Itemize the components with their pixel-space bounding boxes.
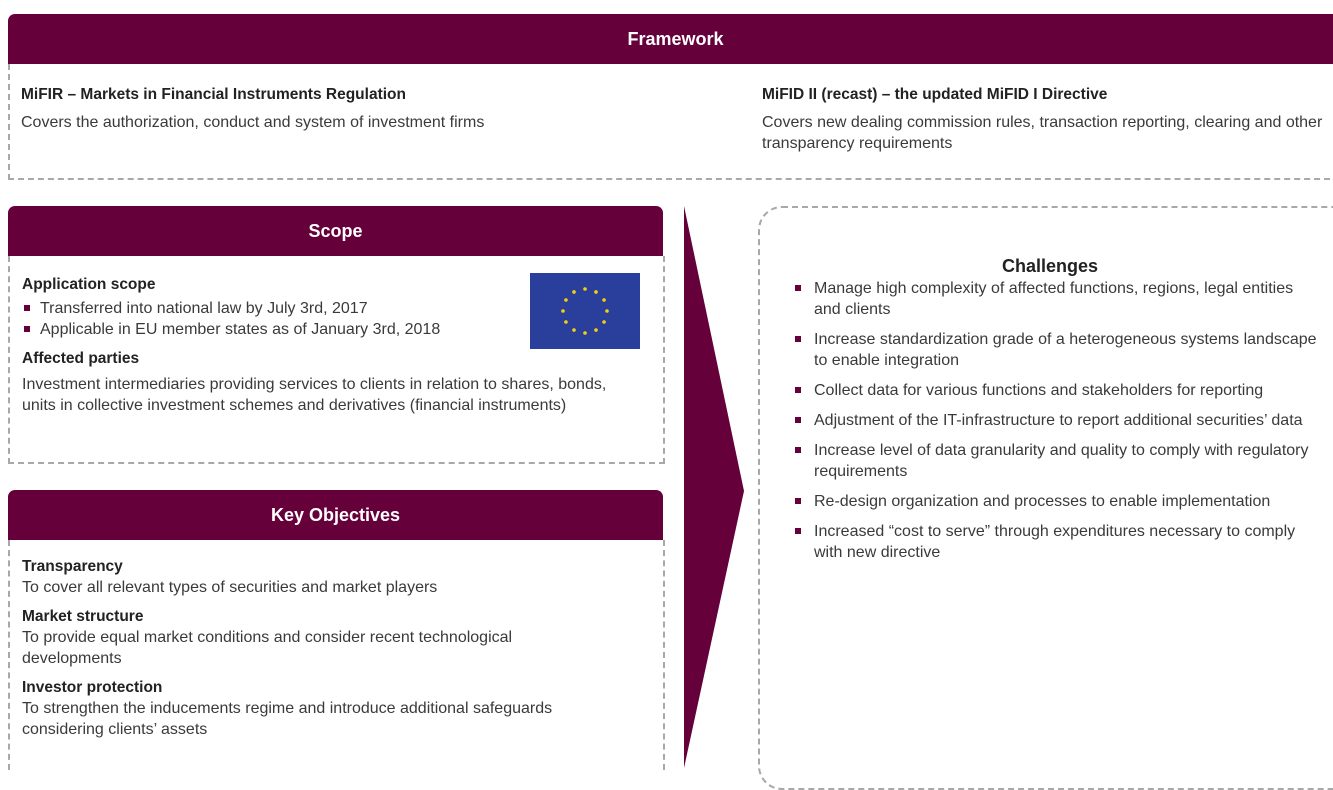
objective-item: Market structure To provide equal market… xyxy=(22,606,642,669)
mifir-title: MiFIR – Markets in Financial Instruments… xyxy=(21,86,406,103)
key-objectives-content: Transparency To cover all relevant types… xyxy=(22,556,642,748)
list-item: Collect data for various functions and s… xyxy=(792,380,1322,401)
eu-star-icon xyxy=(564,298,568,302)
list-item: Increase level of data granularity and q… xyxy=(792,440,1322,482)
challenges-box: Challenges Manage high complexity of aff… xyxy=(758,206,1333,790)
scope-content: Application scope Transferred into natio… xyxy=(22,274,606,416)
eu-star-icon xyxy=(602,298,606,302)
eu-star-icon xyxy=(594,328,598,332)
list-item: Re-design organization and processes to … xyxy=(792,491,1322,512)
list-item: Transferred into national law by July 3r… xyxy=(22,298,532,319)
application-scope-title: Application scope xyxy=(22,276,156,293)
application-scope-list: Transferred into national law by July 3r… xyxy=(22,298,532,340)
challenges-list: Manage high complexity of affected funct… xyxy=(792,278,1322,572)
challenges-title: Challenges xyxy=(1001,256,1099,276)
list-item: Manage high complexity of affected funct… xyxy=(792,278,1322,320)
mifid-title: MiFID II (recast) – the updated MiFID I … xyxy=(762,86,1108,103)
key-objectives-header-label: Key Objectives xyxy=(270,504,401,525)
key-objectives-panel: Transparency To cover all relevant types… xyxy=(8,540,665,770)
eu-star-icon xyxy=(564,320,568,324)
eu-star-icon xyxy=(594,290,598,294)
list-item: Adjustment of the IT-infrastructure to r… xyxy=(792,410,1322,431)
list-item: Increased “cost to serve” through expend… xyxy=(792,521,1322,563)
eu-flag-icon xyxy=(530,273,640,349)
objective-text: To provide equal market conditions and c… xyxy=(22,629,513,667)
eu-star-icon xyxy=(572,290,576,294)
objective-title: Investor protection xyxy=(22,679,163,696)
scope-header-label: Scope xyxy=(308,220,363,241)
eu-star-icon xyxy=(583,331,587,335)
objective-item: Investor protection To strengthen the in… xyxy=(22,677,642,740)
affected-parties-title: Affected parties xyxy=(22,350,140,367)
objective-title: Transparency xyxy=(22,558,123,575)
objective-title: Market structure xyxy=(22,608,144,625)
scope-header: Scope xyxy=(8,206,663,256)
scope-panel: Application scope Transferred into natio… xyxy=(8,256,665,464)
affected-parties-text: Investment intermediaries providing serv… xyxy=(22,376,607,414)
mifir-text: Covers the authorization, conduct and sy… xyxy=(21,114,485,131)
eu-star-icon xyxy=(561,309,565,313)
mifid-column: MiFID II (recast) – the updated MiFID I … xyxy=(762,84,1333,154)
mifid-text: Covers new dealing commission rules, tra… xyxy=(762,114,1323,152)
chevron-arrow-icon xyxy=(684,206,744,768)
list-item: Applicable in EU member states as of Jan… xyxy=(22,319,532,340)
eu-star-icon xyxy=(602,320,606,324)
eu-star-icon xyxy=(572,328,576,332)
key-objectives-header: Key Objectives xyxy=(8,490,663,540)
objective-text: To cover all relevant types of securitie… xyxy=(22,579,438,596)
eu-star-icon xyxy=(605,309,609,313)
framework-header-label: Framework xyxy=(627,28,724,49)
objective-item: Transparency To cover all relevant types… xyxy=(22,556,642,598)
framework-header: Framework xyxy=(8,14,1333,64)
mifir-column: MiFIR – Markets in Financial Instruments… xyxy=(21,84,661,133)
objective-text: To strengthen the inducements regime and… xyxy=(22,700,553,738)
eu-star-icon xyxy=(583,287,587,291)
list-item: Increase standardization grade of a hete… xyxy=(792,329,1322,371)
framework-box: MiFIR – Markets in Financial Instruments… xyxy=(8,64,1333,180)
